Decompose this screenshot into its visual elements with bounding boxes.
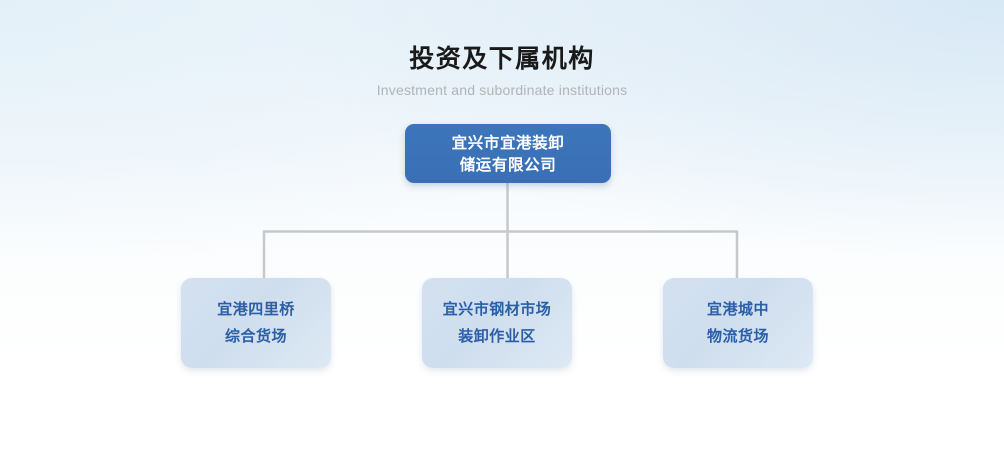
org-node-child-2[interactable]: 宜港城中 物流货场 [663,278,813,368]
org-node-child-0[interactable]: 宜港四里桥 综合货场 [181,278,331,368]
page-title: 投资及下属机构 [409,44,595,73]
org-node-child-2-label: 宜港城中 物流货场 [706,300,769,345]
org-node-root-label: 宜兴市宜港装卸 储运有限公司 [451,133,565,174]
page-subtitle: Investment and subordinate institutions [376,82,628,98]
org-node-child-1-label: 宜兴市钢材市场 装卸作业区 [442,300,552,345]
org-node-child-1[interactable]: 宜兴市钢材市场 装卸作业区 [422,278,572,368]
org-node-child-0-label: 宜港四里桥 综合货场 [217,300,295,345]
page-header: 投资及下属机构 Investment and subordinate insti… [0,44,1004,99]
org-node-root[interactable]: 宜兴市宜港装卸 储运有限公司 [405,124,611,183]
